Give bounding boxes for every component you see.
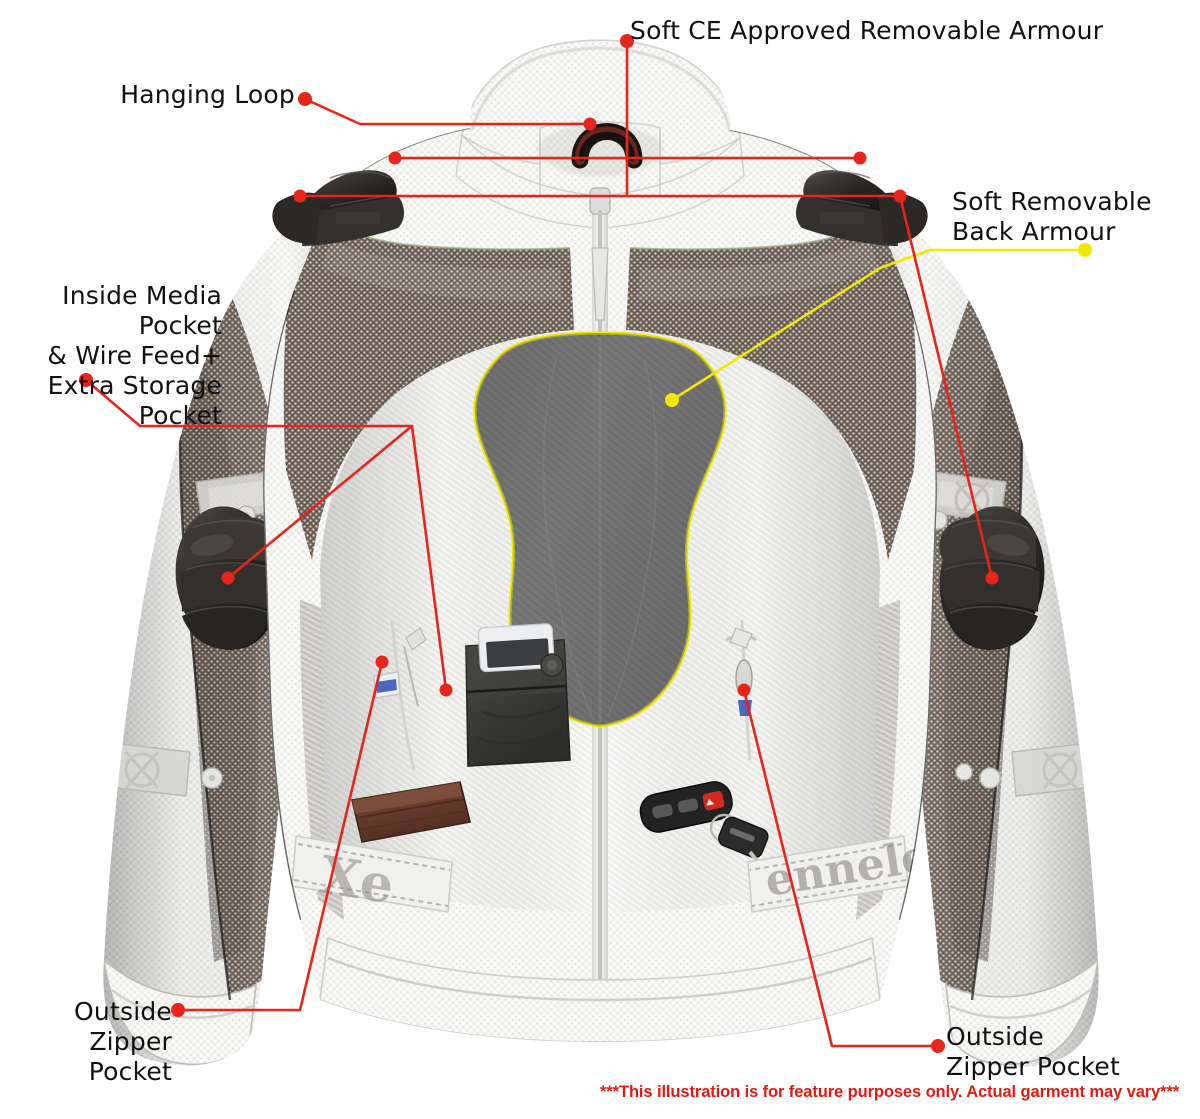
dot-zip-pocket-right	[737, 683, 751, 697]
label-soft-removable-back-armour: Soft Removable Back Armour	[952, 187, 1152, 246]
leader-media-pocket	[85, 379, 448, 691]
dot-media-pocket	[439, 683, 453, 697]
wallet	[351, 781, 471, 843]
label-soft-ce-approved-removable-armour: Soft CE Approved Removable Armour	[630, 16, 1104, 45]
dot-soft-ce-armour	[620, 34, 634, 48]
label-inside-media-pocket: Inside Media Pocket & Wire Feed+ Extra S…	[47, 281, 222, 430]
key-fob	[639, 781, 779, 882]
dot-elbow-armour-left	[221, 571, 235, 585]
dot-zip-pocket-left	[375, 655, 389, 669]
dot-shoulder-right-upper	[853, 151, 867, 165]
svg-text:Xe: Xe	[316, 845, 398, 917]
dot-hanging-loop-label	[298, 92, 312, 106]
dot-zip-pocket-left-label	[171, 1003, 185, 1017]
dot-back-armour	[665, 393, 679, 407]
dot-shoulder-right	[893, 189, 907, 203]
leader-zip-pocket-right	[742, 689, 938, 1048]
outside-zipper-pocket-left-detail	[373, 619, 427, 771]
leader-soft-ce-armour	[300, 41, 900, 198]
sleeve-adjuster-lower-left	[103, 741, 223, 797]
shoulder-armour-right	[796, 170, 928, 246]
leader-elbow-armour-right	[898, 195, 994, 579]
dot-back-armour-label	[1078, 243, 1092, 257]
jacket-body: Xe ennele	[263, 39, 937, 1042]
leader-lines	[85, 41, 1085, 1048]
phone	[477, 623, 555, 673]
dot-elbow-armour-right	[985, 571, 999, 585]
label-outside-zipper-pocket-left: Outside Zipper Pocket	[74, 997, 172, 1086]
zipper-pull-top	[589, 187, 611, 321]
collar	[455, 39, 745, 229]
elbow-armour-right	[939, 506, 1045, 650]
media-pocket	[465, 623, 571, 767]
sleeve-adjuster-lower-right	[955, 741, 1099, 797]
hanging-loop-tab	[571, 123, 643, 169]
shoulder-armour-left	[272, 170, 404, 246]
leader-elbow-armour-left	[227, 424, 413, 580]
dot-shoulder-left	[293, 189, 307, 203]
leader-hanging-loop	[304, 97, 590, 126]
dot-shoulder-left-upper	[388, 151, 402, 165]
callout-dots	[79, 34, 1092, 1053]
label-hanging-loop: Hanging Loop	[120, 80, 295, 109]
leader-zip-pocket-left	[178, 661, 384, 1012]
disclaimer-text: ***This illustration is for feature purp…	[600, 1083, 1180, 1101]
dot-zip-pocket-right-label	[931, 1039, 945, 1053]
label-outside-zipper-pocket-right: Outside Zipper Pocket	[946, 1022, 1121, 1081]
dot-media-pocket-label	[79, 373, 93, 387]
leader-back-armour	[671, 248, 1085, 402]
outside-zipper-pocket-right-detail	[725, 619, 757, 761]
dot-hanging-loop	[583, 117, 597, 131]
